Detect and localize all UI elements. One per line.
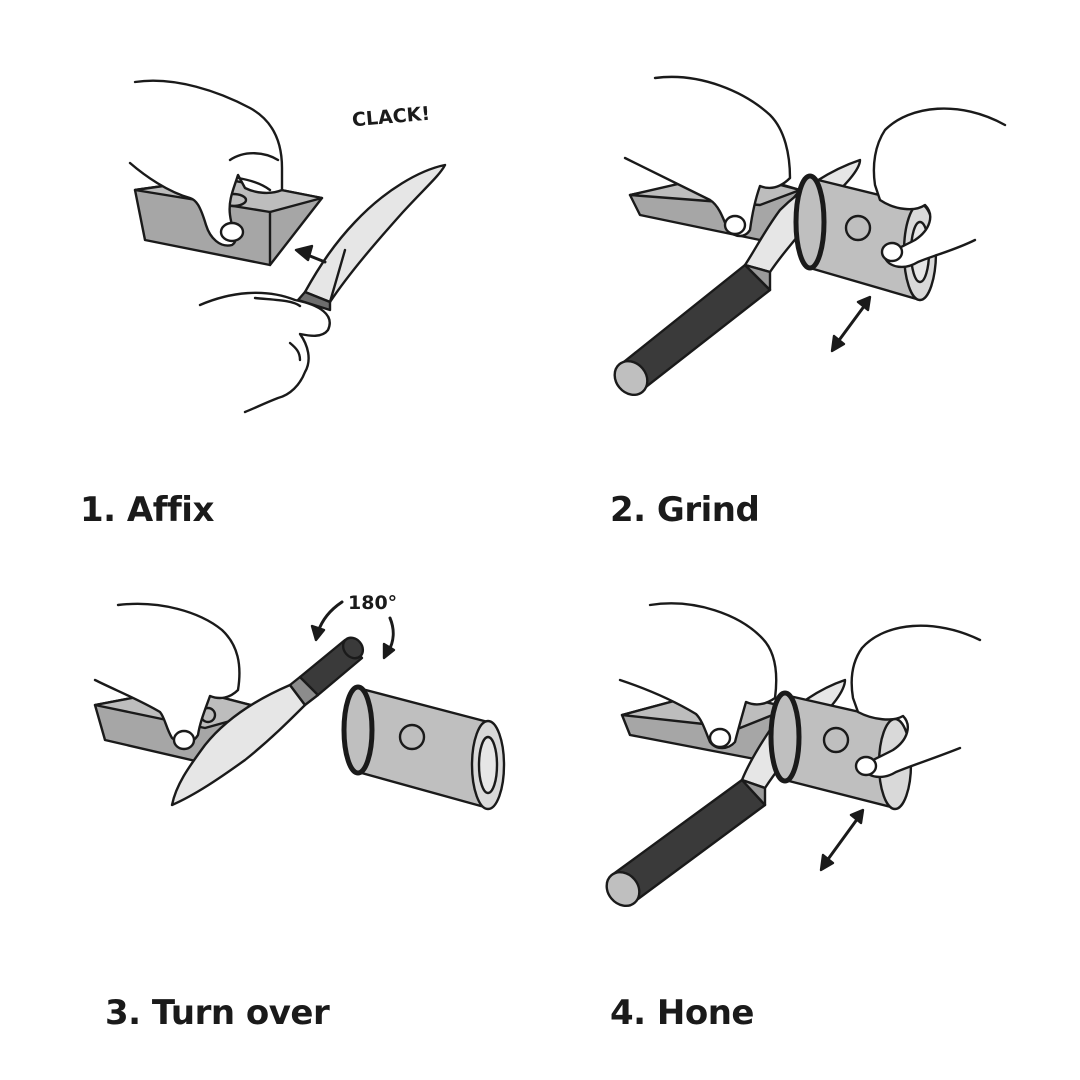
hand-holding-roller (872, 107, 1007, 269)
step-label-hone: 4. Hone (610, 993, 755, 1033)
knife (296, 163, 447, 312)
double-arrow-icon (830, 295, 872, 353)
hand-holding-knife (198, 291, 331, 414)
hand-holding-roller (850, 624, 982, 779)
rotation-arrows-icon (310, 600, 396, 660)
step-label-affix: 1. Affix (80, 490, 214, 530)
rotation-annotation: 180° (348, 592, 398, 614)
panel-grind (613, 75, 1007, 397)
logo-icon (822, 726, 850, 754)
panel-hone (605, 602, 982, 908)
panel-affix (128, 79, 447, 414)
whetstone-roller (341, 684, 506, 811)
hand-holding-holder (93, 602, 241, 751)
step-label-turn-over: 3. Turn over (105, 993, 330, 1033)
double-arrow-icon (819, 808, 865, 872)
logo-icon (398, 723, 426, 751)
logo-icon (844, 214, 872, 242)
hand-holding-holder (128, 79, 284, 247)
push-arrow (294, 244, 327, 264)
hand-holding-holder (618, 602, 778, 750)
hand-holding-holder (623, 75, 792, 238)
step-label-grind: 2. Grind (610, 490, 760, 530)
knife (170, 636, 365, 807)
panel-turn-over (93, 600, 506, 811)
